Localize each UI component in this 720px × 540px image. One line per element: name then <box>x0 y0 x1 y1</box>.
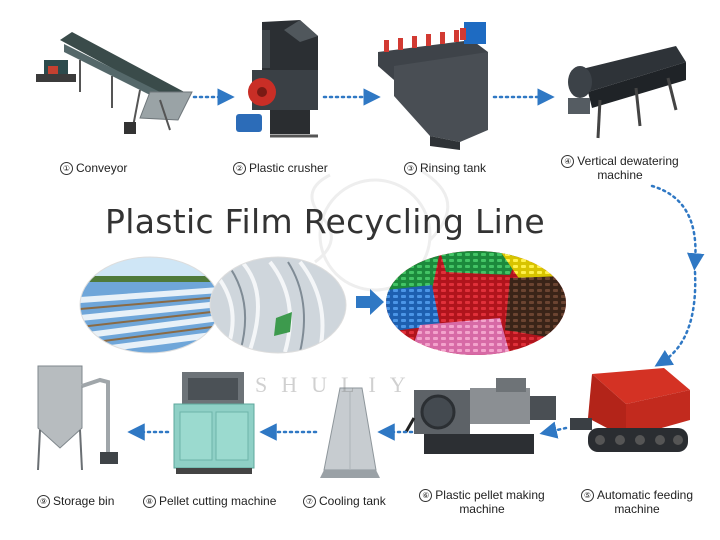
conveyor-image <box>36 32 193 134</box>
step-text: Plastic crusher <box>249 161 328 175</box>
watermark-text: SHULIY <box>255 372 420 397</box>
farm-film-image <box>79 256 221 354</box>
step-text: Conveyor <box>76 161 128 175</box>
pellet-cutting-image <box>173 372 255 474</box>
step-number: ⑧ <box>143 495 156 508</box>
cooling-tank-image <box>320 387 380 478</box>
waste-film-image <box>209 256 347 354</box>
step-number: ④ <box>561 155 575 168</box>
step-number: ② <box>233 162 246 175</box>
plastic-crusher-image <box>236 20 318 138</box>
vertical-dewatering-image <box>568 46 686 139</box>
arrow-5-to-6 <box>539 421 568 439</box>
plastic-pellets-image <box>386 251 566 355</box>
step-text: Storage bin <box>53 494 115 508</box>
step-text-line2: machine <box>614 502 660 516</box>
flow-arrows <box>127 88 705 441</box>
step-text-line1: Vertical dewatering <box>577 154 679 168</box>
step-text: Rinsing tank <box>420 161 487 175</box>
step-text-line1: Plastic pellet making <box>435 488 545 502</box>
step-number: ⑦ <box>303 495 316 508</box>
step-text: Pellet cutting machine <box>159 494 277 508</box>
diagram-title: Plastic Film Recycling Line <box>105 202 545 241</box>
step-number: ⑤ <box>580 489 594 502</box>
process-arrow-icon <box>356 289 384 315</box>
step-number: ⑨ <box>37 495 50 508</box>
storage-bin-image <box>37 365 118 471</box>
automatic-feeding-image <box>570 368 690 452</box>
step-text: Cooling tank <box>319 494 386 508</box>
arrow-4-to-5-b <box>654 270 697 367</box>
step-text-line1: Automatic feeding <box>596 488 694 502</box>
step-text-line2: machine <box>459 502 505 516</box>
step-number: ③ <box>404 162 417 175</box>
arrow-4-to-5 <box>650 184 705 271</box>
step-text-line2: machine <box>597 168 643 182</box>
pellet-making-image <box>404 378 556 454</box>
step-number: ⑥ <box>419 489 433 502</box>
step-number: ① <box>60 162 73 175</box>
rinsing-tank-image <box>378 22 488 150</box>
watermark-logo <box>310 168 450 292</box>
